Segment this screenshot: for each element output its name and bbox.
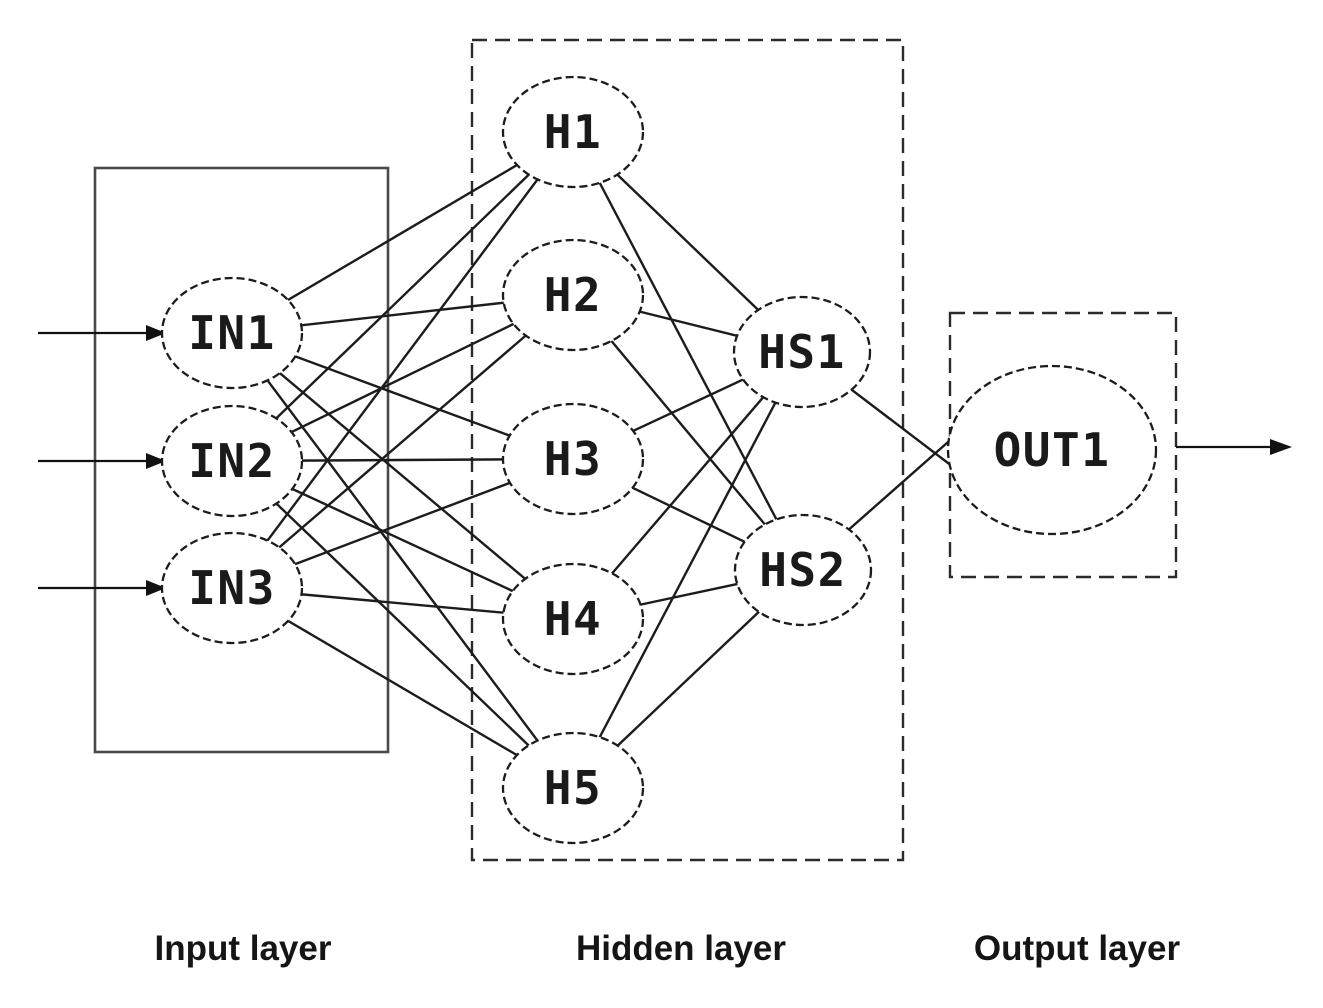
node-in3-ellipse <box>160 531 304 645</box>
node-out1-label: OUT1 <box>994 423 1111 477</box>
node-h4-ellipse <box>501 562 645 676</box>
node-h4: H4 <box>501 562 645 676</box>
node-h3-ellipse <box>501 402 645 516</box>
output-arrow <box>1176 439 1292 455</box>
edge-IN2-H1 <box>231 131 574 462</box>
input-arrow-1 <box>38 325 166 341</box>
node-h2-ellipse <box>501 238 645 352</box>
node-in3-label: IN3 <box>188 561 276 615</box>
input-arrow-3 <box>38 580 166 596</box>
node-in2: IN2 <box>160 404 304 518</box>
node-h2: H2 <box>501 238 645 352</box>
edge-IN3-H2 <box>231 294 574 589</box>
node-h5: H5 <box>501 731 645 845</box>
node-in1: IN1 <box>160 276 304 390</box>
edge-IN2-H5 <box>231 460 574 789</box>
node-h1: H1 <box>501 75 645 189</box>
edge-H5-HS1 <box>571 351 804 789</box>
edge-IN3-H1 <box>231 131 574 589</box>
output-layer-box <box>948 311 1178 579</box>
node-h3: H3 <box>501 402 645 516</box>
node-hs1: HS1 <box>732 295 872 409</box>
edge-IN1-H4 <box>231 332 574 620</box>
node-hs2: HS2 <box>733 513 873 627</box>
node-in2-label: IN2 <box>188 434 276 488</box>
node-h2-label: H2 <box>544 268 602 322</box>
input-arrowhead-icon <box>146 325 166 341</box>
node-out1-ellipse <box>946 364 1158 536</box>
hidden-layer-box <box>470 38 905 862</box>
node-h5-ellipse <box>501 731 645 845</box>
node-in1-label: IN1 <box>188 306 276 360</box>
edge-IN1-H5 <box>231 332 574 789</box>
output-arrowhead-icon <box>1270 439 1292 455</box>
input-layer-caption: Input layer <box>155 929 332 968</box>
hidden-layer-caption: Hidden layer <box>576 929 786 968</box>
input-arrow-2 <box>38 453 166 469</box>
input-arrowhead-icon <box>146 453 166 469</box>
node-in2-ellipse <box>160 404 304 518</box>
input-arrowhead-icon <box>146 580 166 596</box>
node-h1-label: H1 <box>544 105 602 159</box>
output-layer-caption: Output layer <box>974 929 1181 968</box>
node-hs2-label: HS2 <box>759 543 847 597</box>
node-hs2-ellipse <box>733 513 873 627</box>
edge-H1-HS2 <box>571 131 805 571</box>
node-h1-ellipse <box>501 75 645 189</box>
node-h4-label: H4 <box>544 592 602 646</box>
node-hs1-ellipse <box>732 295 872 409</box>
node-h3-label: H3 <box>544 432 602 486</box>
node-in1-ellipse <box>160 276 304 390</box>
node-out1: OUT1 <box>946 364 1158 536</box>
node-hs1-label: HS1 <box>758 325 846 379</box>
node-h5-label: H5 <box>544 761 602 815</box>
node-in3: IN3 <box>160 531 304 645</box>
